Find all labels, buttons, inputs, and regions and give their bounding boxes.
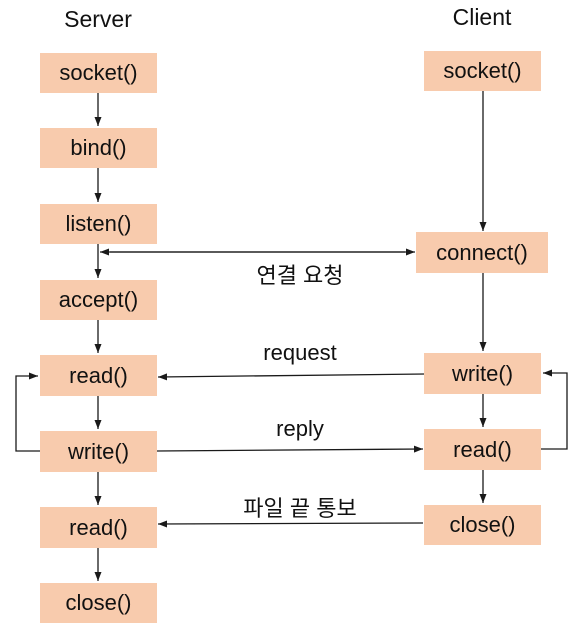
client-loop	[541, 369, 568, 450]
server-socket-box: socket()	[40, 53, 157, 93]
server-accept-box: accept()	[40, 280, 157, 320]
client-write-box: write()	[424, 353, 541, 394]
server-read-eof-box: read()	[40, 507, 157, 548]
eof-arrow	[157, 520, 424, 528]
client-connect-box: connect()	[416, 232, 548, 273]
request-arrow	[157, 373, 426, 381]
server-bind-box: bind()	[40, 128, 157, 168]
client-socket-box: socket()	[424, 51, 541, 91]
reply-arrow	[156, 445, 424, 453]
server-loop	[15, 372, 40, 452]
client-title: Client	[452, 4, 512, 30]
client-read-box: read()	[424, 429, 541, 470]
server-title: Server	[64, 6, 132, 32]
server-write-box: write()	[40, 431, 157, 472]
server-close-box: close()	[40, 583, 157, 623]
reply-label: reply	[276, 416, 324, 441]
server-listen-box: listen()	[40, 204, 157, 244]
request-label: request	[263, 340, 337, 365]
connect-request-label: 연결 요청	[256, 263, 344, 288]
server-read-box: read()	[40, 355, 157, 396]
client-close-box: close()	[424, 505, 541, 545]
eof-notice-label: 파일 끝 통보	[243, 496, 357, 521]
